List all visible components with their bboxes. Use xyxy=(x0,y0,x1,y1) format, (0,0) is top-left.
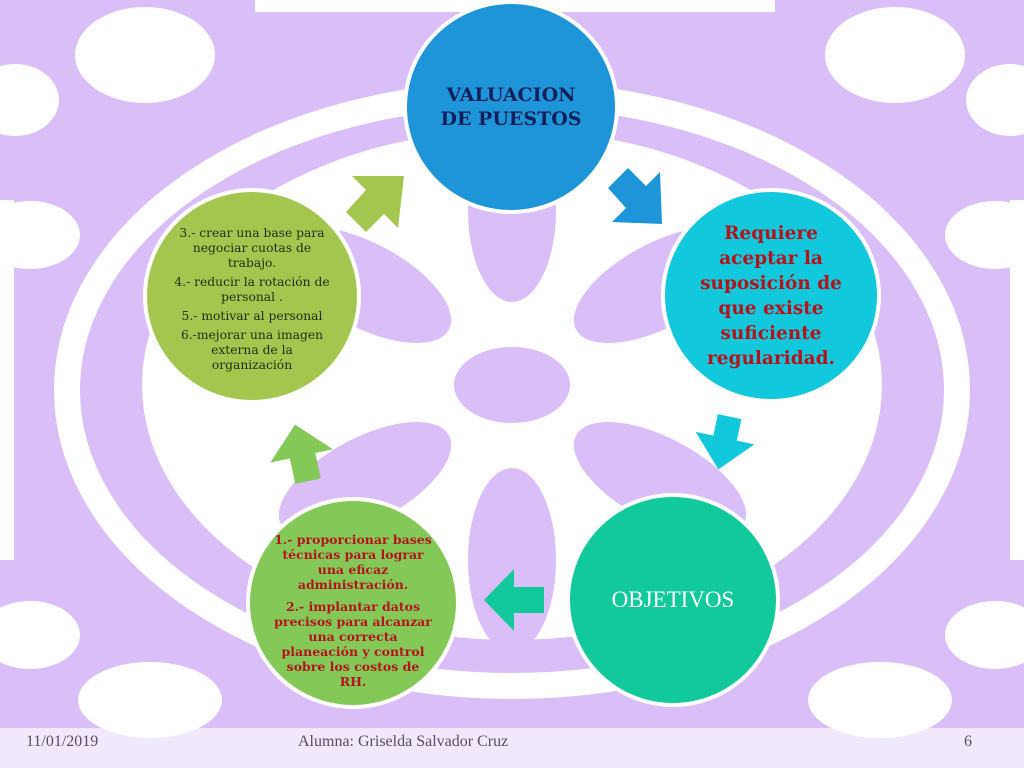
objective-item-2: 2.- implantar datos precisos para alcanz… xyxy=(274,598,432,689)
objetivos-label: OBJETIVOS xyxy=(611,587,735,612)
arrow-down-icon xyxy=(695,414,755,470)
footer-author: Alumna: Griselda Salvador Cruz xyxy=(298,733,509,750)
arrow-up-right-icon xyxy=(346,176,404,232)
footer-date: 11/01/2019 xyxy=(26,733,99,750)
premise-label: Requiere aceptar la suposición de que ex… xyxy=(700,222,842,369)
objectives-1-2-node: 1.- proporcionar bases técnicas para log… xyxy=(246,497,460,709)
objective-item-1: 1.- proporcionar bases técnicas para log… xyxy=(274,531,432,592)
objective-item-4: 4.- reducir la rotación de personal . xyxy=(174,274,330,304)
valuacion-de-puestos-node: VALUACION DE PUESTOS xyxy=(403,0,619,214)
arrow-down-right-icon xyxy=(608,168,662,224)
objectives-3-6-node: 3.- crear una base para negociar cuotas … xyxy=(143,188,361,404)
valuacion-de-puestos-label: VALUACION DE PUESTOS xyxy=(440,84,582,130)
objetivos-node: OBJETIVOS xyxy=(566,493,780,707)
objective-item-3: 3.- crear una base para negociar cuotas … xyxy=(179,225,325,270)
arrow-up-icon xyxy=(270,424,333,484)
objective-item-6: 6.-mejorar una imagen externa de la orga… xyxy=(180,327,324,372)
slide-number: 6 xyxy=(964,733,972,750)
objectives-1-2-list: 1.- proporcionar bases técnicas para log… xyxy=(250,518,456,689)
arrow-left-icon xyxy=(484,569,544,631)
premise-node: Requiere aceptar la suposición de que ex… xyxy=(661,188,881,403)
objective-item-5: 5.- motivar al personal xyxy=(181,308,323,323)
objectives-3-6-list: 3.- crear una base para negociar cuotas … xyxy=(147,220,357,373)
